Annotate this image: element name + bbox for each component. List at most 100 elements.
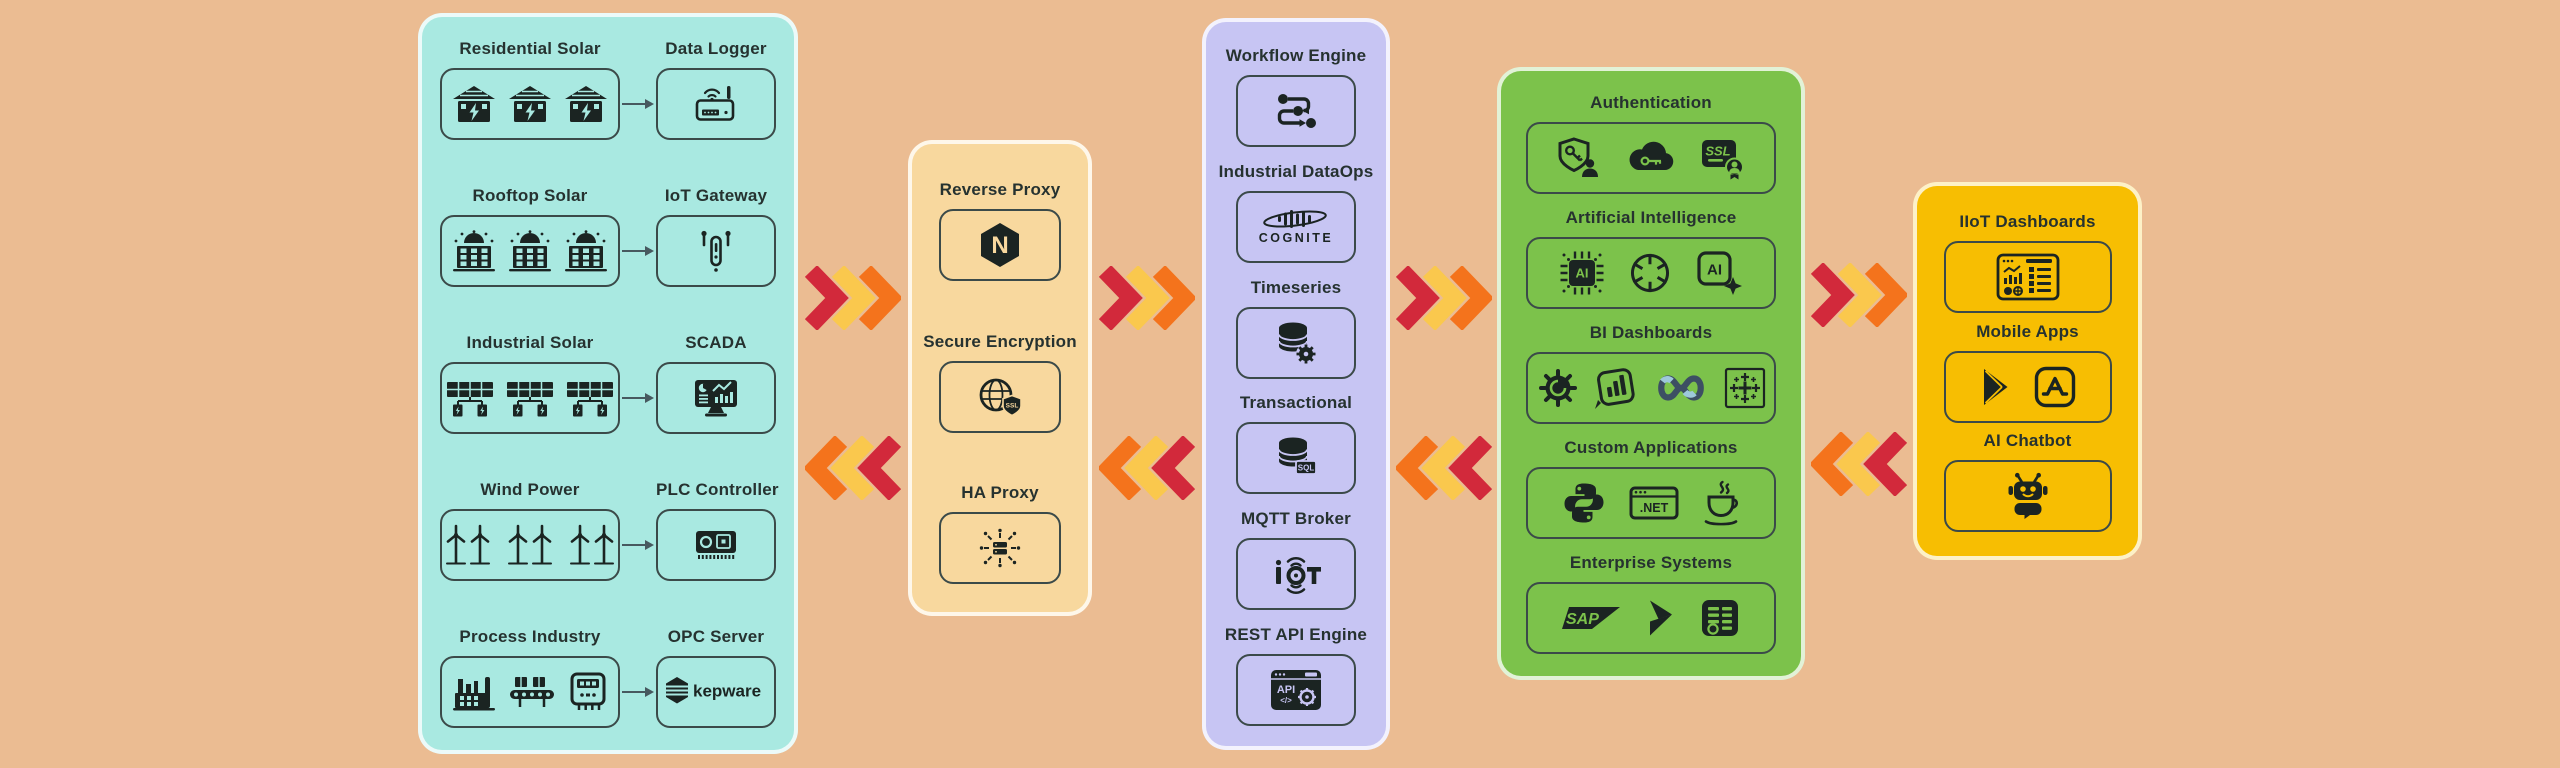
svg-text:</>: </> [1280,696,1292,705]
infinity-icon [1652,372,1710,404]
solar-array-icon [505,379,555,417]
source-box [440,362,620,434]
item-label: Artificial Intelligence [1565,208,1737,227]
house-solar-icon [451,84,497,124]
item-timeseries: Timeseries [1222,278,1370,379]
solar-array-icon [445,379,495,417]
db-gear-icon [1274,320,1318,366]
item-label: Secure Encryption [923,331,1077,351]
item-label: Industrial DataOps [1218,161,1374,181]
panel-consumers: IIoT Dashboards Mobile Apps AI Chatbot [1913,182,2142,560]
source-row-industrial: Industrial Solar SCADA [440,333,776,434]
wind-turbines-icon [504,524,556,566]
python-icon [1562,481,1606,525]
item-secure-encryption: Secure Encryption SSL [923,332,1077,433]
item-box: COGNITE [1236,190,1356,263]
source-row-rooftop: Rooftop Solar IoT Gateway [440,186,776,287]
item-authentication: Authentication SSL [1517,93,1785,194]
item-label: BI Dashboards [1589,323,1713,342]
source-box [440,656,620,728]
source-label: Industrial Solar [466,333,594,352]
connector-arrow [622,656,654,728]
svg-text:AI: AI [1576,266,1589,281]
target-box [656,362,776,434]
item-ai-chatbot: AI Chatbot [1933,431,2122,532]
flow-arrows-left-icon [803,435,902,501]
db-sql-icon: SQL [1274,435,1318,481]
chatbot-icon [2005,472,2051,520]
conveyor-icon [507,675,557,709]
item-box: N [939,209,1061,281]
building-sun-icon [451,230,497,272]
item-custom-applications: Custom Applications .NET [1517,438,1785,539]
item-label: AI Chatbot [1983,431,2072,450]
tableau-icon [1723,366,1767,410]
ssl-badge-icon: SSL [1699,136,1745,180]
iiot-dashboard-icon [1996,252,2060,302]
ai-chip-icon: AI [1559,250,1605,296]
iot-gateway-icon [696,228,736,274]
svg-text:API: API [1277,684,1295,696]
item-label: IIoT Dashboards [1959,212,2096,231]
app-store-icon [2033,365,2077,409]
source-box [440,215,620,287]
erp-grid-icon [1698,596,1742,640]
target-label: IoT Gateway [664,186,768,205]
source-row-process: Process Industry OPC Server kepware [440,627,776,728]
item-label: Timeseries [1250,277,1342,297]
item-label: Custom Applications [1564,438,1738,457]
source-row-residential: Residential Solar Data Logger [440,39,776,140]
plc-controller-icon [693,528,739,562]
grafana-icon [1536,366,1580,410]
flow-arrows-right-icon [1395,265,1494,331]
source-box [440,68,620,140]
flow-arrows-right-icon [1810,262,1909,328]
item-box [1943,241,2112,313]
svg-text:SSL: SSL [1705,144,1730,159]
panel-energy-sources: Residential Solar Data Logger Rooftop So… [418,13,798,754]
flow-arrows-left-icon [1394,435,1493,501]
item-label: Reverse Proxy [939,180,1061,199]
cloud-key-icon [1625,140,1677,176]
target-label: PLC Controller [656,480,779,499]
solar-array-icon [565,379,615,417]
openai-icon [1627,250,1673,296]
panel-data-platform: Workflow Engine Industrial DataOps COGNI… [1202,18,1390,750]
svg-text:COGNITE: COGNITE [1259,231,1333,245]
item-label: Workflow Engine [1225,46,1367,65]
source-box [440,509,620,581]
dotnet-icon: .NET [1628,483,1680,523]
google-play-icon [1979,366,2015,408]
item-iiot-dashboards: IIoT Dashboards [1933,212,2122,313]
item-label: Transactional [1239,393,1353,413]
target-label: Data Logger [665,39,767,58]
item-ha-proxy: HA Proxy [928,483,1072,584]
target-box [656,68,776,140]
target-box: kepware [656,656,776,728]
item-box: API</> [1236,653,1356,726]
flow-arrows-right-icon [804,265,903,331]
target-box [656,215,776,287]
factory-icon [451,673,497,711]
sap-icon: SAP [1560,604,1622,632]
item-bi-dashboards: BI Dashboards [1517,323,1785,424]
item-label: REST API Engine [1224,624,1368,644]
item-box: SQL [1236,422,1356,495]
item-box [1236,538,1356,611]
flow-arrows-right-icon [1098,265,1197,331]
house-solar-icon [507,84,553,124]
panel-proxy-layer: Reverse Proxy N Secure Encryption SSL HA… [908,140,1092,616]
svg-text:SSL: SSL [1006,402,1019,409]
haproxy-nodes-icon [977,525,1023,571]
item-label: MQTT Broker [1241,509,1351,529]
item-reverse-proxy: Reverse Proxy N [928,180,1072,281]
item-box [1236,306,1356,379]
item-box [1943,460,2112,532]
target-label: OPC Server [667,627,765,646]
building-sun-icon [563,230,609,272]
api-window-icon: API</> [1269,667,1323,713]
svg-text:SQL: SQL [1298,464,1315,473]
svg-text:SAP: SAP [1566,611,1599,628]
